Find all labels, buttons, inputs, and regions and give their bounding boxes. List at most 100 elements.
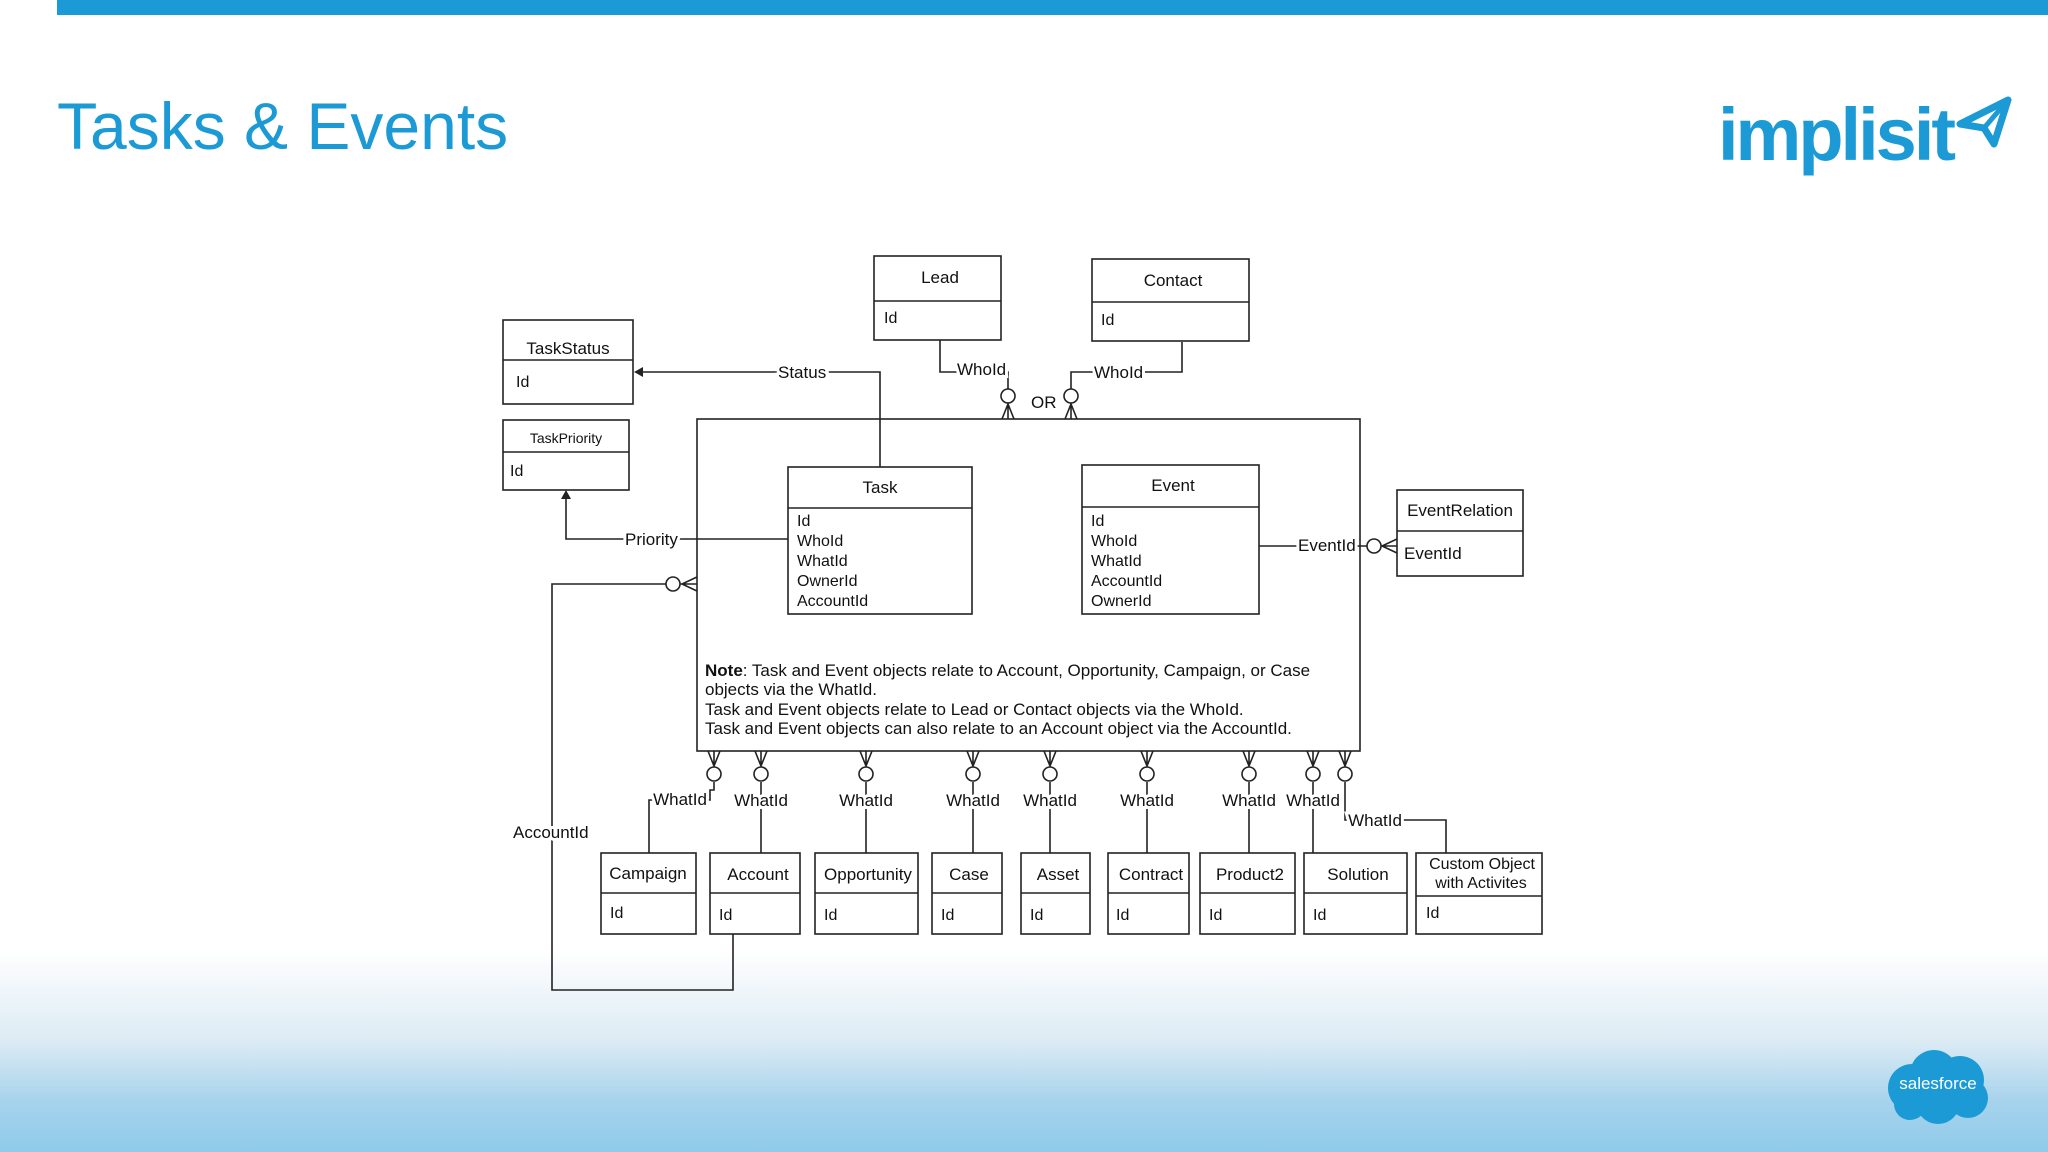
optional-circle-product2 <box>1241 766 1257 782</box>
status-arrowhead <box>634 367 643 377</box>
optional-circle-asset <box>1042 766 1058 782</box>
crowfoot-case <box>966 750 980 769</box>
entity-task-field-accountid: AccountId <box>797 593 868 610</box>
entity-product2-field: Id <box>1209 907 1222 924</box>
entity-contract-name: Contract <box>1119 865 1184 884</box>
entity-taskpriority-field: Id <box>510 463 523 480</box>
entity-task-field-whoid: WhoId <box>797 533 843 550</box>
whatid-label-case: WhatId <box>946 791 1000 810</box>
whatid-line-custom-object <box>1344 782 1447 853</box>
salesforce-logo-text: salesforce <box>1899 1074 1977 1093</box>
entity-campaign-field: Id <box>610 905 623 922</box>
optional-circle-solution <box>1305 766 1321 782</box>
crowfoot-account <box>754 750 768 769</box>
optional-circle-contract <box>1139 766 1155 782</box>
paper-plane-icon <box>1956 96 2012 148</box>
eventid-label: EventId <box>1298 536 1356 555</box>
entity-campaign-name: Campaign <box>609 864 687 883</box>
entity-contact: Contact Id <box>1091 258 1250 342</box>
whatid-label-custom-object: WhatId <box>1348 811 1402 830</box>
crowfoot-contract <box>1140 750 1154 769</box>
whatid-label-account: WhatId <box>734 791 788 810</box>
optional-circle-custom-object <box>1337 766 1353 782</box>
entity-taskstatus-name: TaskStatus <box>526 339 609 358</box>
entity-solution-name: Solution <box>1327 865 1388 884</box>
note-line-3: Task and Event objects relate to Lead or… <box>705 700 1244 719</box>
note-line-4: Task and Event objects can also relate t… <box>705 719 1292 738</box>
entity-event-field-id: Id <box>1091 513 1104 530</box>
whatid-label-contract: WhatId <box>1120 791 1174 810</box>
optional-circle-case <box>965 766 981 782</box>
entity-asset-field: Id <box>1030 907 1043 924</box>
footer-gradient <box>0 950 2048 1152</box>
note-line-2: objects via the WhatId. <box>705 680 877 699</box>
entity-task-name: Task <box>863 478 898 497</box>
entity-opportunity-field: Id <box>824 907 837 924</box>
entity-custom-object: Custom Object with Activites Id <box>1415 852 1543 935</box>
entity-contract: Contract Id <box>1107 852 1190 935</box>
entity-event-field-ownerid: OwnerId <box>1091 593 1151 610</box>
entity-lead-field: Id <box>884 310 897 327</box>
entity-eventrelation-field: EventId <box>1404 544 1462 563</box>
optional-circle-account <box>753 766 769 782</box>
optional-circle-campaign <box>706 766 722 782</box>
implisit-logo: implisit <box>1718 92 2012 182</box>
entity-asset-name: Asset <box>1037 865 1080 884</box>
entity-lead: Lead Id <box>873 255 1002 341</box>
note-text: Note: Task and Event objects relate to A… <box>705 661 1310 738</box>
entity-product2-name: Product2 <box>1216 865 1284 884</box>
whatid-label-asset: WhatId <box>1023 791 1077 810</box>
entity-contact-field: Id <box>1101 312 1114 329</box>
entity-opportunity-name: Opportunity <box>824 865 912 884</box>
logo-text: implisit <box>1718 93 1956 176</box>
crowfoot-campaign <box>707 750 721 769</box>
entity-event-field-whatid: WhatId <box>1091 553 1142 570</box>
entity-taskstatus-field: Id <box>516 374 529 391</box>
entity-custom-object-name-1: Custom Object <box>1429 856 1535 873</box>
crowfoot-asset <box>1043 750 1057 769</box>
entity-account: Account Id <box>709 852 801 935</box>
entity-task: Task Id WhoId WhatId OwnerId AccountId <box>787 466 973 615</box>
connector-labels: Status Priority WhoId WhoId OR EventId A… <box>510 357 1359 845</box>
entity-task-field-whatid: WhatId <box>797 553 848 570</box>
note-line-1-text: : Task and Event objects relate to Accou… <box>743 661 1310 680</box>
entity-account-name: Account <box>727 865 789 884</box>
entity-eventrelation-name: EventRelation <box>1407 501 1513 520</box>
entity-custom-object-name-2: with Activites <box>1434 875 1527 892</box>
crowfoot-opportunity <box>859 750 873 769</box>
entity-case: Case Id <box>931 852 1003 935</box>
top-accent-bar <box>57 0 2048 15</box>
entity-taskpriority-name: TaskPriority <box>530 430 602 446</box>
entity-case-name: Case <box>949 865 989 884</box>
whatid-line-campaign <box>648 782 715 853</box>
priority-arrowhead <box>561 490 571 499</box>
whatid-label-opportunity: WhatId <box>839 791 893 810</box>
entity-opportunity: Opportunity Id <box>814 852 919 935</box>
whatid-label-product2: WhatId <box>1222 791 1276 810</box>
or-label: OR <box>1031 393 1057 412</box>
entity-campaign: Campaign Id <box>600 852 697 935</box>
accountid-label: AccountId <box>513 823 589 842</box>
entity-task-field-id: Id <box>797 513 810 530</box>
entity-task-field-ownerid: OwnerId <box>797 573 857 590</box>
entity-lead-name: Lead <box>921 268 959 287</box>
entity-event-field-accountid: AccountId <box>1091 573 1162 590</box>
entity-asset: Asset Id <box>1020 852 1091 935</box>
entity-event: Event Id WhoId WhatId AccountId OwnerId <box>1081 464 1260 615</box>
crowfoot-solution <box>1306 750 1320 769</box>
crowfoot-custom-object <box>1338 750 1352 769</box>
crowfoot-product2 <box>1242 750 1256 769</box>
entity-contact-name: Contact <box>1144 271 1203 290</box>
entity-solution: Solution Id <box>1303 852 1408 935</box>
salesforce-cloud-icon <box>1888 1050 1988 1124</box>
entity-solution-field: Id <box>1313 907 1326 924</box>
whatid-label-solution: WhatId <box>1286 791 1340 810</box>
connector-lines <box>551 340 1398 991</box>
entity-taskpriority: TaskPriority Id <box>502 419 630 491</box>
entity-event-name: Event <box>1151 476 1195 495</box>
whatid-label-campaign: WhatId <box>653 790 707 809</box>
whoid-contact-label: WhoId <box>1094 363 1143 382</box>
status-label: Status <box>778 363 826 382</box>
slide-title: Tasks & Events <box>57 89 509 163</box>
